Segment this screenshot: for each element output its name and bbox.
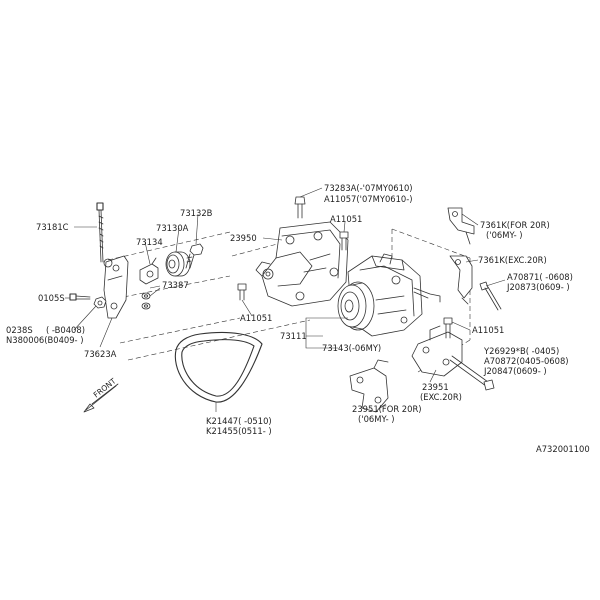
part-labels: 73181C 73132B 73130A 73134 73387 0105S 0… <box>6 183 590 454</box>
leader-lines <box>65 187 506 412</box>
label-73111: 73111 <box>280 331 307 341</box>
label-A11057: A11057('07MY0610-) <box>324 194 413 204</box>
washers-73387 <box>141 292 151 310</box>
label-73130A: 73130A <box>156 223 189 233</box>
label-0105S: 0105S <box>38 293 65 303</box>
bolt-A11051-right <box>443 317 453 339</box>
label-Y26929: Y26929*B( -0405) <box>483 346 559 356</box>
idler-pulley-73130A <box>165 251 191 277</box>
bolt-A11051-mid <box>237 283 247 301</box>
label-73387: 73387 <box>162 280 189 290</box>
tensioner-73134 <box>139 257 159 285</box>
long-bolt-Y26929 <box>449 355 495 391</box>
bolt-A11051-top <box>339 231 349 251</box>
label-7361K-exc-20R: 7361K(EXC.20R) <box>478 255 547 265</box>
label-A11051-mid: A11051 <box>240 313 272 323</box>
label-0238S: 0238S <box>6 325 33 335</box>
clamp-7361K-exc-20R <box>449 255 473 305</box>
figure-code: A732001100 <box>536 444 590 454</box>
bracket-23951-for-20R <box>349 359 389 413</box>
label-0238S-note: ( -B0408) <box>46 325 85 335</box>
long-bolt-73181C <box>96 202 104 263</box>
label-N380006: N380006(B0409- ) <box>6 335 84 345</box>
label-23950: 23950 <box>230 233 257 243</box>
label-23951-exc-note: (EXC.20R) <box>420 392 462 402</box>
label-J20873: J20873(0609- ) <box>506 282 570 292</box>
label-23951-for-20R: 23951(FOR 20R) <box>352 404 422 414</box>
label-73143: 73143(-06MY) <box>322 343 381 353</box>
bolt-73283A <box>294 196 306 219</box>
front-direction-arrow <box>83 383 119 413</box>
label-A70871: A70871( -0608) <box>507 272 573 282</box>
nut-0238S <box>93 296 107 309</box>
label-K21447: K21447( -0510) <box>206 416 272 426</box>
label-23951-exc: 23951 <box>422 382 449 392</box>
label-73283A: 73283A(-'07MY0610) <box>324 183 413 193</box>
drive-belt-K21447 <box>174 331 263 403</box>
clamp-7361K-for-20R <box>447 207 475 245</box>
label-7361K-for-20R: 7361K(FOR 20R) <box>480 220 550 230</box>
label-73181C: 73181C <box>36 222 69 232</box>
compressor-bracket-23950 <box>255 221 349 307</box>
label-23951-for-20R-model: ('06MY- ) <box>358 414 395 424</box>
label-J20847: J20847(0609- ) <box>483 366 547 376</box>
bolt-0105S <box>69 293 91 301</box>
label-73623A: 73623A <box>84 349 117 359</box>
label-K21455: K21455(0511- ) <box>206 426 272 436</box>
label-7361K-for-20R-model: ('06MY- ) <box>486 230 523 240</box>
bolt-73132B <box>185 243 204 269</box>
bracket-23951-exc-20R <box>411 325 463 377</box>
label-73134: 73134 <box>136 237 163 247</box>
label-73132B: 73132B <box>180 208 213 218</box>
compressor-clutch-pulley-73143 <box>337 281 375 331</box>
label-A11051-top: A11051 <box>330 214 362 224</box>
bolt-A70871 <box>479 281 502 311</box>
label-A70872: A70872(0405-0608) <box>484 356 569 366</box>
bracket-73623A <box>103 255 129 319</box>
label-A11051-right: A11051 <box>472 325 504 335</box>
